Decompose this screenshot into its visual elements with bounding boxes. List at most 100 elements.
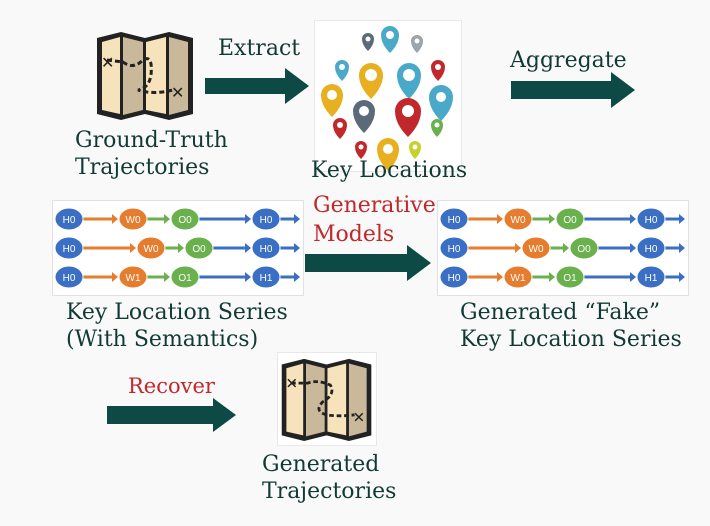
key-locations-image (314, 20, 462, 172)
generated-trajectories-label-line2: Trajectories (262, 479, 397, 504)
location-node-label: O1 (563, 273, 577, 284)
location-node-label: H0 (645, 215, 658, 226)
ground-truth-label-line1: Ground-Truth (75, 128, 228, 153)
sequence-arrowhead (112, 272, 118, 282)
location-node-label: H0 (63, 215, 76, 226)
location-node (503, 207, 533, 231)
sequence-arrowhead (630, 243, 636, 253)
location-node (439, 236, 469, 260)
location-node (170, 207, 200, 231)
location-node (555, 207, 585, 231)
sequence-arrowhead (245, 214, 251, 224)
generative-label-line2: Models (313, 222, 395, 247)
location-node (555, 265, 585, 289)
kls-label-line2: (With Semantics) (66, 327, 259, 352)
location-node-label: O0 (577, 244, 591, 255)
location-node (251, 265, 281, 289)
location-node-label: H0 (260, 244, 273, 255)
recover-label: Recover (128, 374, 215, 398)
sequence-arrowhead (112, 214, 118, 224)
location-node-label: H0 (645, 244, 658, 255)
location-node-label: O1 (178, 273, 192, 284)
svg-text:✕: ✕ (171, 85, 184, 102)
svg-text:✕: ✕ (353, 409, 366, 426)
location-node (118, 265, 148, 289)
sequence-arrowhead (294, 214, 300, 224)
location-node-label: O0 (192, 244, 206, 255)
generated-trajectories-label-line1: Generated (262, 452, 380, 477)
sequence-arrowhead (515, 243, 521, 253)
location-node (170, 265, 200, 289)
location-node (636, 236, 666, 260)
location-node-label: H0 (448, 215, 461, 226)
sequence-arrowhead (679, 243, 685, 253)
sequence-arrowhead (630, 272, 636, 282)
location-node (521, 236, 551, 260)
generated-map-frame: ✕ ✕ (277, 352, 377, 446)
location-node-label: W0 (511, 215, 526, 226)
kls-label-line1: Key Location Series (66, 300, 288, 325)
location-node (636, 265, 666, 289)
fake-label-line2: Key Location Series (460, 327, 682, 352)
location-node (118, 207, 148, 231)
sequence-arrowhead (130, 243, 136, 253)
location-node (251, 207, 281, 231)
aggregate-label: Aggregate (510, 48, 627, 73)
location-pins-icon (321, 25, 453, 171)
location-node-label: W0 (529, 244, 544, 255)
location-node (251, 236, 281, 260)
recover-arrow (107, 398, 236, 432)
ground-truth-label-line2: Trajectories (75, 155, 210, 180)
aggregate-arrow (511, 72, 635, 108)
key-locations-label: Key Locations (311, 158, 468, 183)
sequence-arrowhead (630, 214, 636, 224)
location-node (503, 265, 533, 289)
svg-text:✕: ✕ (285, 376, 298, 393)
sequence-arrowhead (679, 272, 685, 282)
sequence-arrowhead (164, 214, 170, 224)
sequence-arrowhead (245, 243, 251, 253)
location-node-label: H1 (260, 273, 273, 284)
location-node (439, 265, 469, 289)
sequence-arrowhead (497, 272, 503, 282)
sequence-arrowhead (549, 272, 555, 282)
location-node (136, 236, 166, 260)
location-node-label: H0 (63, 273, 76, 284)
location-node-label: W0 (126, 215, 141, 226)
location-node-label: O0 (563, 215, 577, 226)
location-node (54, 236, 84, 260)
sequence-arrowhead (294, 243, 300, 253)
location-node-label: H0 (448, 273, 461, 284)
location-node (184, 236, 214, 260)
location-node (54, 265, 84, 289)
generative-label-line1: Generative (313, 193, 436, 218)
location-node (569, 236, 599, 260)
sequence-arrowhead (245, 272, 251, 282)
location-node (636, 207, 666, 231)
location-node-label: H0 (63, 244, 76, 255)
extract-arrow (205, 68, 309, 104)
sequence-arrowhead (294, 272, 300, 282)
location-node-label: W1 (511, 273, 526, 284)
location-node-label: H0 (448, 244, 461, 255)
sequence-arrowhead (679, 214, 685, 224)
location-node-label: W1 (126, 273, 141, 284)
location-node-label: W0 (144, 244, 159, 255)
sequence-arrowhead (549, 214, 555, 224)
location-node (439, 207, 469, 231)
sequence-arrowhead (563, 243, 569, 253)
location-node (54, 207, 84, 231)
svg-text:✕: ✕ (101, 55, 114, 72)
sequence-arrowhead (497, 214, 503, 224)
location-node-label: O0 (178, 215, 192, 226)
generative-arrow (305, 245, 431, 281)
fake-label-line1: Generated “Fake” (460, 300, 661, 325)
sequence-arrowhead (164, 272, 170, 282)
extract-label: Extract (218, 36, 301, 61)
location-node-label: H1 (645, 273, 658, 284)
location-node-label: H0 (260, 215, 273, 226)
